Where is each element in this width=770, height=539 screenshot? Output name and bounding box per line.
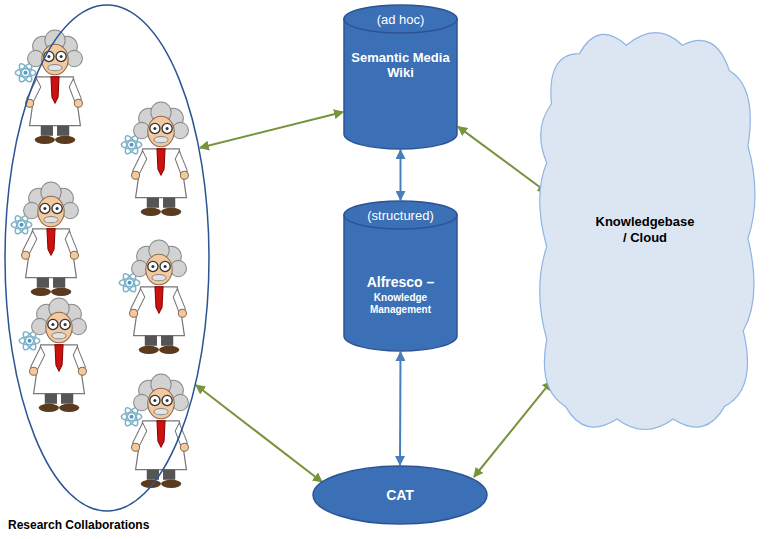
collaboration-ellipse-outline bbox=[4, 4, 210, 512]
connector-arrow bbox=[458, 127, 547, 193]
node-label: Semantic Media Wiki bbox=[350, 50, 451, 81]
node-label: CAT bbox=[386, 487, 414, 504]
node-label: Knowledgebase / Cloud bbox=[596, 214, 695, 245]
knowledge-cloud: Knowledgebase / Cloud bbox=[528, 20, 762, 440]
node-label: Alfresco – bbox=[367, 274, 435, 291]
connector-arrow bbox=[399, 352, 402, 465]
tool-ellipse: CAT bbox=[312, 465, 488, 525]
node-label: (ad hoc) bbox=[377, 12, 425, 28]
connector-arrow bbox=[200, 112, 343, 148]
connector-arrow bbox=[196, 385, 322, 482]
connector-arrow bbox=[474, 381, 551, 477]
connector-arrow bbox=[400, 150, 402, 200]
database-cylinder: (ad hoc) Semantic Media Wiki bbox=[343, 4, 458, 150]
node-label: (structured) bbox=[367, 208, 433, 224]
node-label: Knowledge Management bbox=[350, 292, 451, 316]
node-label: Research Collaborations bbox=[8, 518, 149, 532]
database-cylinder: (structured) Alfresco –Knowledge Manageme… bbox=[343, 200, 458, 352]
collaboration-ellipse: Research Collaborations bbox=[4, 4, 210, 512]
